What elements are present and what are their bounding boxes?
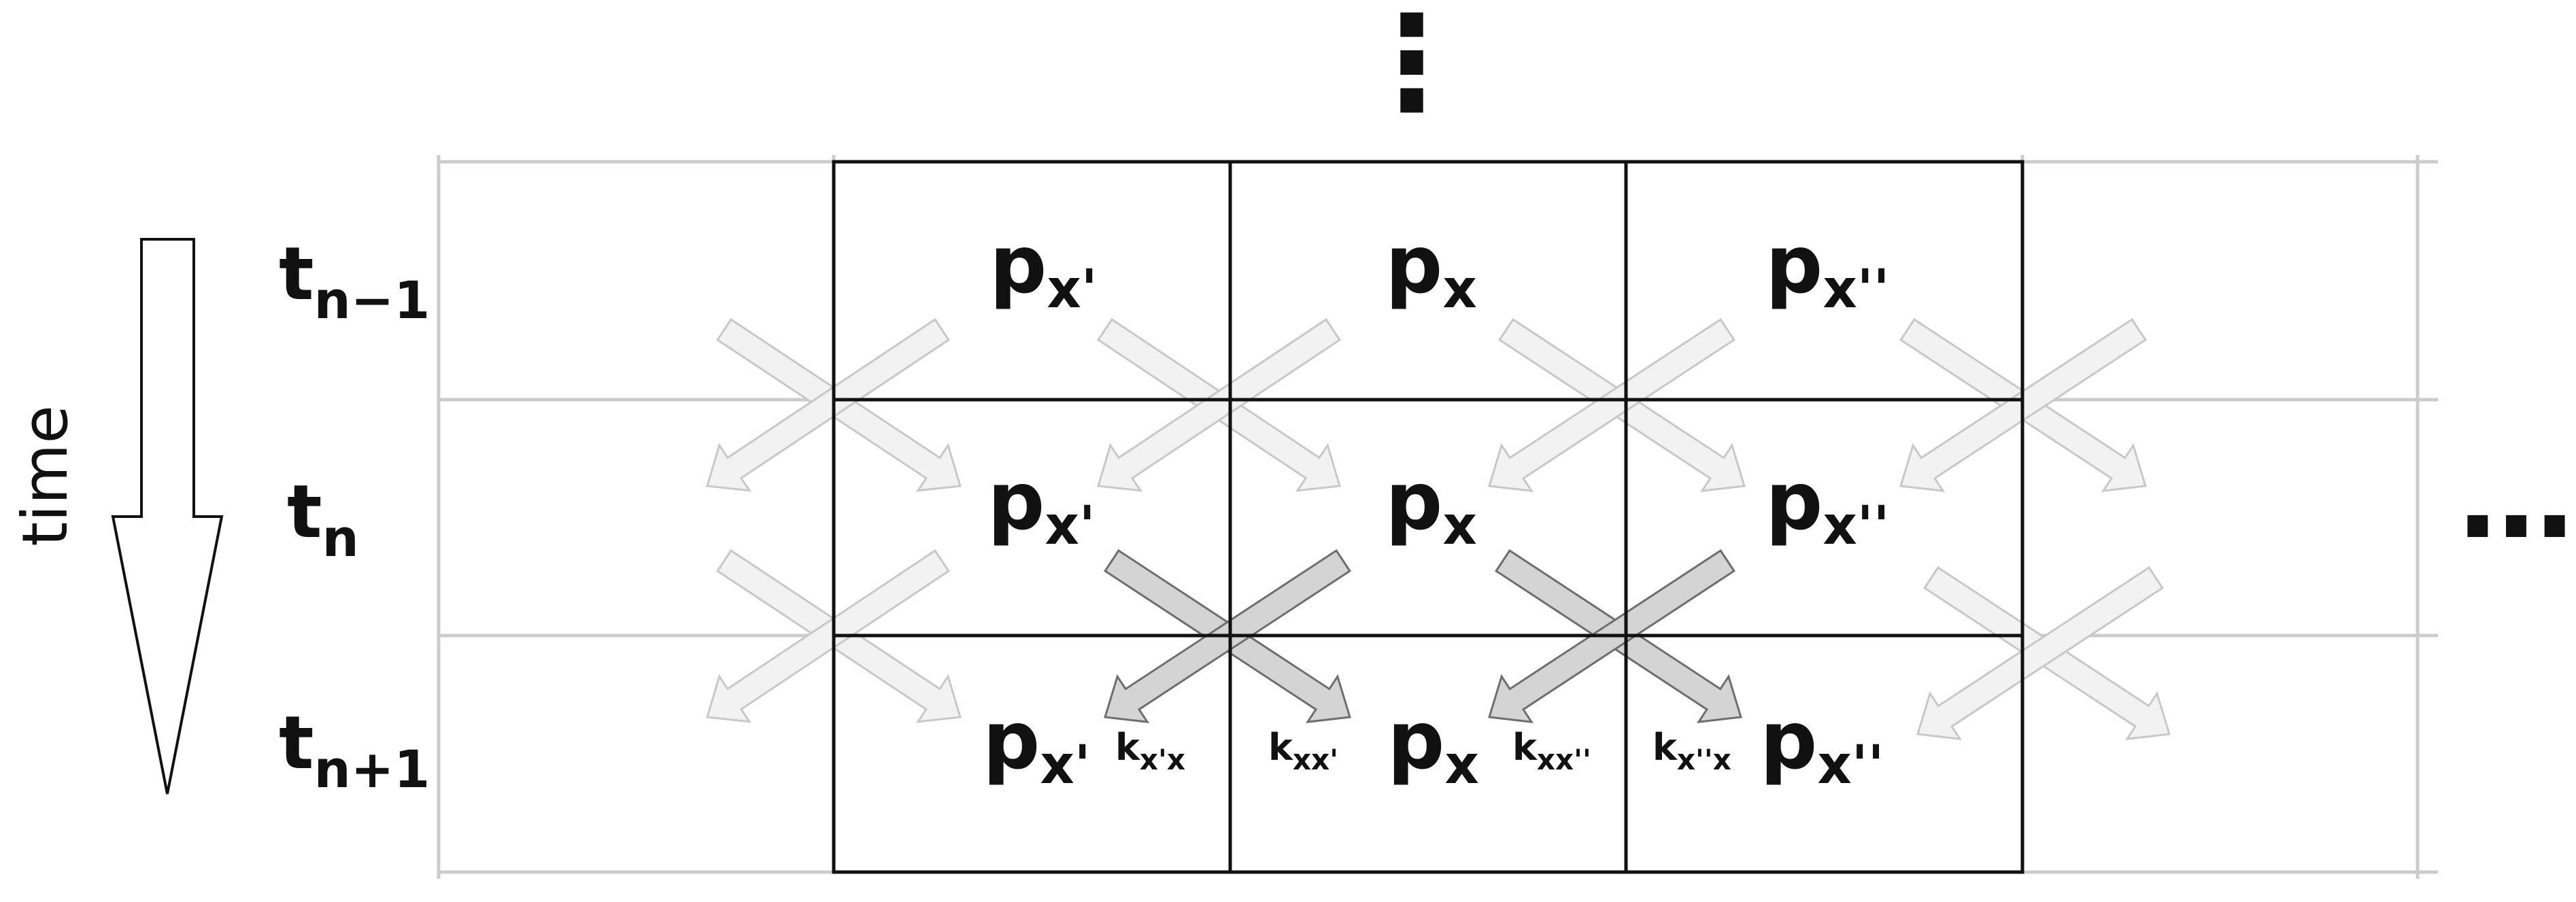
cell-label: px — [1387, 693, 1479, 796]
cell-label-base: p — [1387, 693, 1444, 787]
rate-label: kxx' — [1268, 726, 1338, 776]
cell-label-base: p — [1385, 454, 1442, 548]
rate-label: kxx'' — [1512, 726, 1591, 776]
cell-label: px'' — [1760, 693, 1884, 796]
rate-label-sub: x''x — [1677, 743, 1731, 776]
cell-label-base: p — [1765, 454, 1823, 548]
row-label: tn+1 — [279, 701, 430, 799]
cell-label-base: p — [1765, 218, 1823, 311]
vertical-continuation: ⋮ — [1347, 0, 1476, 138]
cell-label-sub: x — [1442, 259, 1476, 320]
cell-label-base: p — [989, 218, 1047, 311]
rate-label-sub: xx' — [1293, 743, 1338, 776]
cell-label-sub: x — [1442, 496, 1476, 557]
cell-label: px' — [989, 218, 1098, 320]
cell-label: px' — [983, 693, 1091, 796]
cell-label-base: p — [1385, 218, 1442, 311]
rate-labels: kx'x kxx' kxx'' kx''x — [1115, 726, 1731, 776]
light-arrows — [706, 317, 2171, 740]
cell-label: px'' — [1765, 454, 1890, 557]
time-axis: time — [9, 238, 224, 795]
row-label-base: t — [279, 232, 314, 317]
cell-label-sub: x' — [1045, 496, 1095, 557]
cell-label-base: p — [1760, 693, 1817, 787]
time-axis-label: time — [9, 405, 82, 547]
rate-label-base: k — [1653, 726, 1678, 769]
time-arrow — [111, 238, 224, 795]
row-label-sub: n+1 — [314, 739, 430, 799]
row-labels: tn−1 tn tn+1 — [279, 232, 430, 799]
light-transition-arrow — [1916, 566, 2164, 740]
cell-label: px — [1385, 218, 1477, 320]
cell-label-sub: x'' — [1823, 496, 1889, 557]
cell-labels: px' px px'' px' px px'' px' px px'' — [983, 218, 1890, 796]
cell-label-base: p — [987, 454, 1045, 548]
row-label-sub: n−1 — [314, 270, 430, 330]
rate-label-base: k — [1512, 726, 1538, 769]
row-label: tn−1 — [279, 232, 430, 330]
row-label: tn — [287, 470, 359, 568]
light-transition-arrow — [1488, 317, 1735, 492]
row-label-sub: n — [322, 508, 359, 568]
light-transition-arrow — [1097, 317, 1342, 492]
rate-label: kx'x — [1115, 726, 1185, 776]
rate-label: kx''x — [1653, 726, 1731, 776]
cell-label-sub: x' — [1047, 259, 1097, 320]
rate-label-sub: xx'' — [1537, 743, 1591, 776]
horizontal-continuation: … — [2458, 430, 2574, 565]
rate-label-base: k — [1268, 726, 1293, 769]
cell-label-sub: x — [1444, 735, 1478, 796]
light-transition-arrow — [706, 549, 951, 723]
inner-grid — [832, 160, 2024, 874]
cell-label: px — [1385, 454, 1477, 557]
cell-label: px' — [987, 454, 1096, 557]
rate-label-sub: x'x — [1140, 743, 1185, 776]
row-label-base: t — [279, 701, 314, 786]
light-transition-arrow — [706, 317, 951, 492]
row-label-base: t — [287, 470, 322, 555]
cell-label-sub: x'' — [1817, 735, 1884, 796]
cell-label: px'' — [1765, 218, 1890, 320]
cell-label-sub: x'' — [1823, 259, 1889, 320]
rate-label-base: k — [1115, 726, 1140, 769]
cell-label-sub: x' — [1040, 735, 1090, 796]
cell-label-base: p — [983, 693, 1040, 787]
